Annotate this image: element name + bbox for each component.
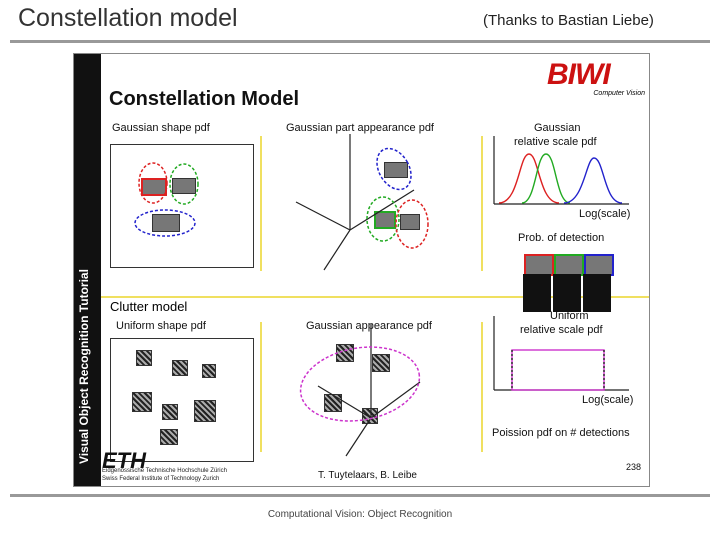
separator-line (260, 136, 262, 271)
green-ellipse (366, 196, 400, 242)
institution-line-1: Eidgenössische Technische Hochschule Zür… (102, 468, 227, 474)
axis-line (349, 189, 415, 231)
blue-ellipse (376, 147, 412, 191)
shape-pdf-label: Gaussian shape pdf (112, 122, 210, 134)
biwi-logo: BIWI Computer Vision (547, 58, 645, 100)
page-title: Constellation model (18, 4, 238, 32)
logo-text: BIWI (547, 58, 611, 91)
eth-logo: ETH (102, 448, 146, 473)
uniform-label-2: relative scale pdf (520, 324, 603, 336)
axis-line (295, 201, 351, 231)
prob-detection-label: Prob. of detection (518, 232, 605, 244)
red-ellipse (395, 199, 429, 249)
clutter-patch (160, 429, 178, 445)
clutter-patch (202, 364, 216, 378)
uniform-label-1: Uniform (550, 310, 589, 322)
eye-patch (374, 211, 396, 229)
clutter-patch (162, 404, 178, 420)
log-scale-label: Log(scale) (582, 394, 634, 406)
institution-line-2: Swiss Federal Institute of Technology Zu… (102, 476, 220, 482)
slide-image: Visual Object Recognition Tutorial Const… (73, 53, 650, 487)
separator-line (101, 296, 649, 298)
separator-line (481, 322, 483, 452)
green-ellipse (169, 163, 199, 205)
clutter-patch (194, 400, 216, 422)
eye-patch (172, 178, 196, 194)
blue-curve (563, 157, 623, 204)
axis-line (345, 417, 372, 457)
axis-line (370, 381, 421, 419)
detection-bar (583, 274, 611, 312)
blue-ellipse (134, 209, 196, 237)
separator-line (481, 136, 483, 271)
detection-bar (523, 274, 551, 312)
eye-patch (141, 178, 167, 196)
appearance-patch (372, 354, 390, 372)
relative-scale-label-1: Gaussian (534, 122, 581, 134)
relative-scale-label-2: relative scale pdf (514, 136, 597, 148)
magenta-ellipse (299, 346, 421, 422)
mouth-patch (384, 162, 408, 178)
slide-graphics (134, 134, 629, 457)
shape-pdf-box (110, 144, 254, 268)
top-rule (10, 40, 710, 43)
mouth-patch (152, 214, 180, 232)
uniform-shape-label: Uniform shape pdf (116, 320, 206, 332)
clutter-patch (136, 350, 152, 366)
authors: T. Tuytelaars, B. Leibe (318, 470, 417, 481)
green-curve (521, 153, 571, 204)
separator-line (260, 322, 262, 452)
logo-subtext: Computer Vision (593, 90, 645, 97)
uniform-rect (511, 349, 605, 391)
axis-line (323, 229, 351, 271)
slide-title: Constellation Model (109, 88, 299, 110)
poisson-label: Poission pdf on # detections (492, 427, 630, 439)
clutter-patch (132, 392, 152, 412)
side-bar (74, 54, 101, 486)
log-scale-label: Log(scale) (579, 208, 631, 220)
clutter-patch (172, 360, 188, 376)
red-ellipse (138, 162, 168, 204)
footer-text: Computational Vision: Object Recognition (267, 509, 453, 520)
gaussian-appearance-label: Gaussian appearance pdf (306, 320, 432, 332)
credit-text: (Thanks to Bastian Liebe) (483, 12, 654, 29)
red-curve (498, 153, 560, 204)
clutter-model-label: Clutter model (110, 299, 188, 314)
bottom-rule (10, 494, 710, 497)
eye-patch (400, 214, 420, 230)
detection-bar (553, 274, 581, 312)
part-appearance-label: Gaussian part appearance pdf (286, 122, 434, 134)
page-number: 238 (626, 462, 642, 472)
axis-line (317, 385, 372, 419)
